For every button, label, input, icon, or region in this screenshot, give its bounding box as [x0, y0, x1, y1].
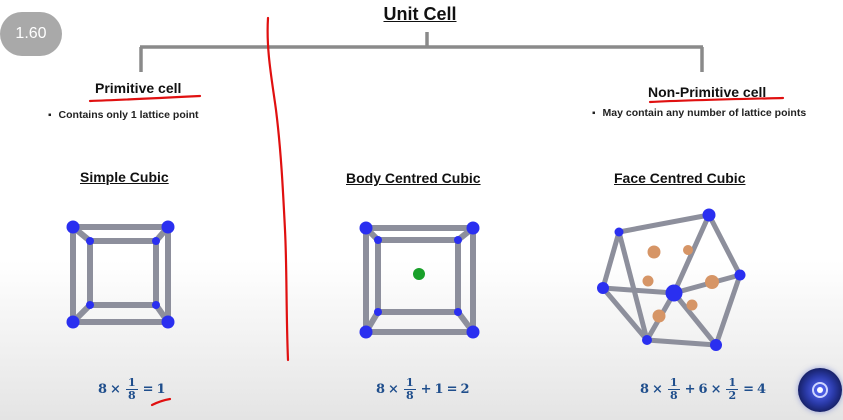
annotation-underline-primitive [88, 94, 202, 103]
primitive-cell-heading: Primitive cell [95, 80, 182, 96]
times-symbol: × [652, 382, 663, 397]
fraction-numerator: 1 [726, 376, 739, 390]
non-primitive-cell-bullet: May contain any number of lattice points [592, 107, 807, 119]
bcc-label: Body Centred Cubic [346, 170, 481, 186]
formula-coef-2: 6 [698, 382, 708, 397]
screen-record-button[interactable] [798, 368, 842, 412]
equals-symbol: = [446, 382, 458, 397]
plus-symbol: + [420, 382, 432, 397]
formula-result: 4 [757, 382, 767, 397]
formula-result: 1 [156, 382, 166, 397]
camera-lens-dot [817, 387, 823, 393]
fraction: 1 8 [403, 376, 416, 402]
fraction-numerator: 1 [667, 376, 680, 390]
formula-coef: 8 [98, 382, 108, 397]
formula-addend: 1 [434, 382, 444, 397]
equals-symbol: = [743, 382, 755, 397]
non-primitive-cell-heading: Non-Primitive cell [648, 84, 767, 100]
fraction-denominator: 8 [405, 389, 414, 402]
equals-symbol: = [142, 382, 154, 397]
annotation-divider-stroke [266, 16, 290, 362]
annotation-underline-non-primitive [648, 96, 785, 104]
simple-cubic-diagram [66, 220, 175, 329]
fraction-denominator: 8 [669, 389, 678, 402]
fraction-2: 1 2 [726, 376, 739, 402]
simple-cubic-formula: 8 × 1 8 = 1 [98, 377, 166, 402]
times-symbol: × [710, 382, 722, 397]
fraction-denominator: 8 [127, 389, 136, 402]
formula-coef: 8 [376, 382, 386, 397]
fcc-formula: 8 × 1 8 + 6 × 1 2 = 4 [640, 377, 766, 402]
simple-cubic-label: Simple Cubic [80, 169, 169, 185]
fcc-label: Face Centred Cubic [614, 170, 746, 186]
formula-result: 2 [460, 382, 470, 397]
bcc-formula: 8 × 1 8 + 1 = 2 [376, 377, 470, 402]
plus-symbol: + [684, 382, 696, 397]
fraction: 1 8 [667, 376, 680, 402]
bcc-diagram [359, 221, 480, 339]
fraction-numerator: 1 [403, 376, 416, 390]
camera-lens-icon [812, 382, 828, 398]
times-symbol: × [388, 382, 399, 397]
page-title: Unit Cell [383, 4, 457, 24]
fraction-denominator: 2 [728, 389, 737, 402]
annotation-mark-result [150, 397, 172, 407]
fraction-numerator: 1 [125, 376, 138, 390]
fraction: 1 8 [125, 376, 138, 402]
primitive-cell-bullet: Contains only 1 lattice point [48, 109, 199, 121]
fcc-diagram [597, 208, 746, 351]
formula-coef: 8 [640, 382, 650, 397]
times-symbol: × [110, 382, 121, 397]
playback-speed-badge[interactable]: 1.60 [0, 12, 62, 56]
